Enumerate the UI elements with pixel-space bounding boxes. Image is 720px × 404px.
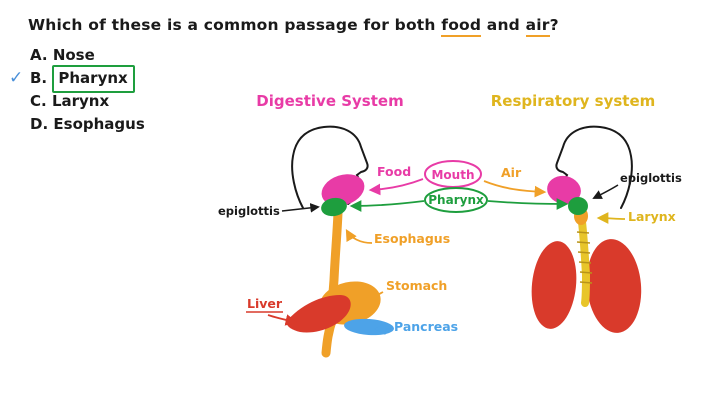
air-label: Air <box>501 165 522 180</box>
correct-checkmark-icon: ✓ <box>9 68 24 88</box>
pancreas-label: Pancreas <box>394 319 458 334</box>
left-lung-shape <box>531 241 577 329</box>
epiglottis-right-arrow <box>592 184 619 199</box>
pharynx-left-arrow <box>349 200 425 212</box>
correct-answer-box: Pharynx <box>52 65 135 93</box>
option-a-label: Nose <box>52 46 95 64</box>
respiratory-system-title: Respiratory system <box>491 92 656 110</box>
esophagus-tube <box>328 208 343 298</box>
question-suffix: ? <box>549 16 559 34</box>
epiglottis-left-label: epiglottis <box>218 204 280 218</box>
option-c-label: Larynx <box>51 92 110 110</box>
left-epiglottis-shape <box>321 197 347 217</box>
left-mouth-shape <box>321 174 365 206</box>
esophagus-label: Esophagus <box>374 231 450 246</box>
esophagus-arrow <box>345 228 373 244</box>
option-c: C. Larynx <box>30 90 145 113</box>
trachea-rings <box>576 231 593 284</box>
liver-arrow <box>267 314 298 326</box>
option-a: A. Nose <box>30 44 145 67</box>
pharynx-right-arrow <box>487 198 569 210</box>
liver-label: Liver <box>247 296 283 311</box>
option-c-letter: C. <box>30 92 47 110</box>
respiratory-head-figure <box>531 125 642 333</box>
larynx-label: Larynx <box>628 209 676 224</box>
epiglottis-left-arrow <box>281 203 320 213</box>
pharynx-oval: Pharynx <box>424 187 488 213</box>
options-list: A. Nose ✓ B. Pharynx C. Larynx D. Esopha… <box>9 44 145 136</box>
option-d-letter: D. <box>30 115 49 133</box>
epiglottis-right-label: epiglottis <box>620 171 682 185</box>
underlined-word-air: air <box>525 16 550 37</box>
option-b-letter: B. <box>30 69 48 87</box>
food-arrow <box>368 178 424 196</box>
question-prefix: Which of these is a common passage for b… <box>28 16 442 34</box>
right-mouth-shape <box>547 175 581 205</box>
digestive-system-title: Digestive System <box>256 92 403 110</box>
right-lung-shape <box>586 239 642 333</box>
pharynx-label: Pharynx <box>428 193 484 207</box>
food-label: Food <box>377 164 411 179</box>
larynx-arrow <box>596 212 626 224</box>
liver-shape <box>286 295 351 333</box>
right-epiglottis-shape <box>568 197 588 215</box>
mouth-label: Mouth <box>431 168 474 182</box>
trachea-tube <box>578 218 591 307</box>
stomach-label: Stomach <box>386 278 447 293</box>
stomach-arrow <box>363 291 384 302</box>
option-b: ✓ B. Pharynx <box>9 65 145 93</box>
underlined-word-food: food <box>441 16 482 37</box>
question-conjunction: and <box>481 16 526 34</box>
option-d: D. Esophagus <box>30 113 145 136</box>
liver-label-group: Liver <box>246 296 283 313</box>
air-arrow <box>483 180 547 198</box>
option-a-letter: A. <box>30 46 48 64</box>
mouth-oval: Mouth <box>424 160 482 188</box>
option-d-label: Esophagus <box>53 115 145 133</box>
option-b-label: Pharynx <box>58 69 128 87</box>
question-text: Which of these is a common passage for b… <box>28 16 559 37</box>
